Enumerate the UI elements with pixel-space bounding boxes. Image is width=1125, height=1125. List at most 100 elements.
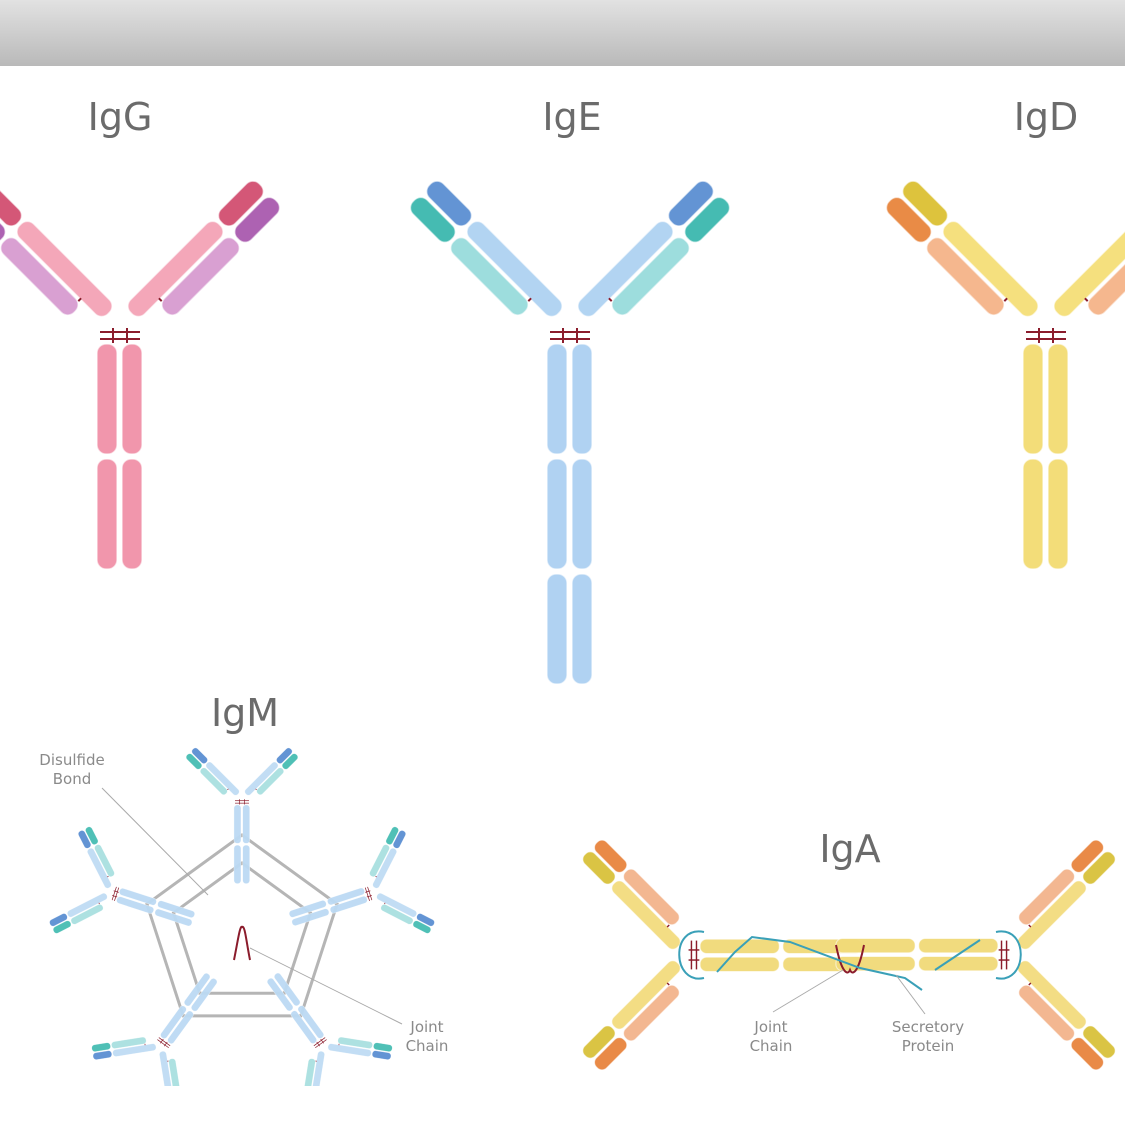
disulfide-bond: [163, 1041, 168, 1047]
label-iga-secretory-protein: Secretory Protein: [892, 974, 964, 1055]
disulfide-bond: [365, 890, 371, 893]
heavy-chain-constant-domain: [571, 573, 593, 685]
heavy-chain-constant-domain: [1022, 343, 1044, 455]
heavy-chain-constant-domain: [546, 573, 568, 685]
heavy-chain-variable-domain: [308, 1095, 318, 1115]
disulfide-bond: [159, 1038, 164, 1044]
heavy-chain-constant-domain: [154, 908, 193, 927]
heavy-chain-constant-domain: [191, 978, 218, 1012]
light-chain-variable-domain: [0, 196, 7, 243]
title-igm: IgM: [211, 691, 279, 735]
disulfide-bond: [384, 902, 386, 905]
heavy-chain-constant-domain: [699, 956, 780, 973]
leader-line: [772, 969, 844, 1013]
igg-antibody: [0, 180, 281, 570]
heavy-chain-constant-domain: [291, 908, 330, 926]
light-chain-variable-domain: [91, 1042, 111, 1052]
left-arm: [369, 826, 406, 889]
light-chain-constant-domain: [925, 236, 1005, 316]
heavy-chain-constant-domain: [96, 343, 118, 455]
igd-antibody: [885, 180, 1125, 570]
heavy-chain-constant-domain: [1047, 343, 1069, 455]
heavy-chain-constant-domain: [233, 844, 242, 884]
right-arm: [300, 1050, 325, 1115]
heavy-chain-variable-domain: [1082, 1025, 1116, 1059]
heavy-chain-constant-domain: [571, 343, 593, 455]
disulfide-bond: [316, 1041, 321, 1047]
disulfide-bond: [107, 875, 109, 878]
left-arm: [582, 960, 681, 1071]
heavy-chain-constant-domain: [571, 458, 593, 570]
light-chain-constant-domain: [337, 1036, 373, 1049]
light-chain-constant-domain: [622, 984, 680, 1042]
right-arm: [582, 839, 681, 950]
heavy-chain-constant-domain: [1053, 220, 1125, 318]
annotation-text: Protein: [902, 1037, 955, 1055]
right-arm: [376, 892, 435, 934]
heavy-chain-variable-domain: [901, 180, 949, 227]
right-arm: [127, 180, 281, 318]
light-chain-constant-domain: [256, 767, 285, 796]
heavy-chain-variable-domain: [371, 1050, 392, 1060]
heavy-chain-constant-domain: [266, 977, 294, 1012]
igm-monomer: [49, 826, 195, 934]
heavy-chain-variable-domain: [191, 747, 208, 764]
heavy-chain-variable-domain: [217, 180, 265, 227]
heavy-chain-constant-domain: [311, 1050, 325, 1086]
leader-line: [101, 787, 209, 896]
disulfide-bond: [364, 887, 370, 902]
light-chain-constant-domain: [369, 844, 390, 878]
disulfide-bond: [111, 886, 117, 901]
secretory-protein-loop: [995, 930, 1022, 980]
annotation-text: Joint: [753, 1018, 787, 1036]
heavy-chain-constant-domain: [329, 896, 368, 914]
left-arm: [327, 1036, 393, 1060]
light-chain-constant-domain: [1087, 236, 1125, 316]
disulfide-bond: [227, 788, 229, 791]
iga-monomer-right: [835, 839, 1116, 1071]
light-chain-constant-domain: [380, 904, 414, 925]
heavy-chain-constant-domain: [121, 343, 143, 455]
ige-antibody: [409, 180, 731, 685]
heavy-chain-constant-domain: [183, 973, 211, 1007]
right-arm: [78, 826, 115, 889]
light-chain-variable-domain: [409, 196, 457, 243]
light-chain-variable-domain: [85, 826, 99, 845]
right-arm: [1053, 220, 1125, 318]
heavy-chain-variable-domain: [1082, 851, 1116, 885]
disulfide-bond: [527, 297, 532, 302]
light-chain-variable-domain: [300, 1094, 310, 1114]
heavy-chain-variable-domain: [582, 1025, 616, 1059]
heavy-chain-constant-domain: [466, 220, 563, 318]
heavy-chain-constant-domain: [112, 1043, 157, 1057]
light-chain-constant-domain: [303, 1058, 316, 1086]
disulfide-bond: [315, 1039, 327, 1049]
label-igm-joint-chain: Joint Chain: [249, 947, 449, 1055]
right-arm: [91, 1036, 157, 1060]
igm-monomer: [288, 826, 435, 934]
heavy-chain-constant-domain: [159, 1050, 173, 1086]
disulfide-bond: [313, 1037, 326, 1047]
light-chain-variable-domain: [385, 826, 399, 845]
heavy-chain-constant-domain: [942, 220, 1039, 318]
heavy-chain-constant-domain: [546, 343, 568, 455]
light-chain-variable-domain: [373, 1042, 393, 1052]
light-chain-constant-domain: [611, 236, 691, 316]
disulfide-bond: [255, 788, 257, 791]
igm-monomer: [266, 972, 393, 1115]
heavy-chain-constant-domain: [242, 804, 250, 844]
light-chain-variable-domain: [1070, 839, 1105, 873]
heavy-chain-constant-domain: [372, 847, 397, 889]
left-arm: [49, 892, 108, 934]
heavy-chain-variable-domain: [392, 830, 406, 849]
annotation-text: Chain: [406, 1037, 449, 1055]
left-arm: [885, 180, 1039, 318]
heavy-chain-constant-domain: [242, 844, 250, 884]
left-arm: [1017, 839, 1116, 950]
heavy-chain-constant-domain: [96, 458, 118, 570]
heavy-chain-constant-domain: [297, 1005, 324, 1039]
heavy-chain-constant-domain: [119, 888, 157, 906]
heavy-chain-variable-domain: [582, 851, 616, 885]
igm-joint-chain: [233, 925, 251, 961]
heavy-chain-constant-domain: [577, 220, 674, 318]
